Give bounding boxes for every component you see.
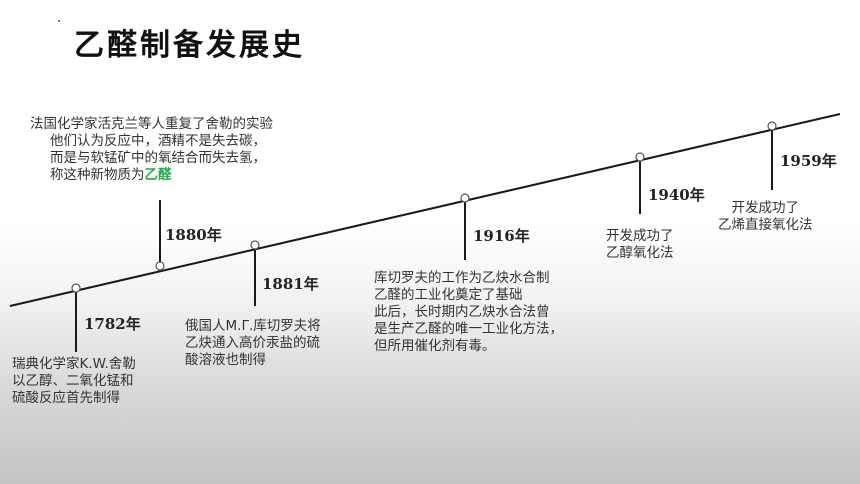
event-text-1880: 法国化学家活克兰等人重复了舍勒的实验 他们认为反应中，酒精不是失去碳， 而是与软… (30, 116, 273, 184)
event-line: 但所用催化剂有毒。 (374, 338, 496, 354)
highlight-term: 乙醛 (144, 167, 172, 183)
event-text-1940: 开发成功了 乙醇氧化法 (606, 228, 674, 262)
year-label-1782: 1782年 (84, 315, 141, 333)
year-label-1940: 1940年 (648, 186, 705, 204)
year-label-1916: 1916年 (473, 227, 530, 245)
event-heading: 法国化学家活克兰等人重复了舍勒的实验 (30, 116, 273, 132)
event-line: 瑞典化学家K.W.舍勒 (12, 356, 136, 372)
event-line: 开发成功了 (606, 228, 674, 244)
event-line: 酸溶液也制得 (185, 352, 266, 368)
event-text-1916: 库切罗夫的工作为乙炔水合制 乙醛的工业化奠定了基础 此后，长时期内乙炔水合法曾 … (374, 270, 563, 355)
event-line: 此后，长时期内乙炔水合法曾 (374, 304, 550, 320)
page-title: 乙醛制备发展史 (74, 28, 305, 63)
year-label-1881: 1881年 (262, 275, 319, 293)
event-line: 库切罗夫的工作为乙炔水合制 (374, 270, 550, 286)
decorative-dot (58, 20, 60, 22)
node-1880 (155, 261, 165, 271)
event-line: 他们认为反应中，酒精不是失去碳， (50, 133, 266, 149)
event-line: 硫酸反应首先制得 (12, 390, 120, 406)
year-label-1880: 1880年 (165, 226, 222, 244)
timeline-axis (9, 113, 841, 307)
event-line: 是生产乙醛的唯一工业化方法， (374, 321, 563, 337)
node-1959 (767, 121, 777, 131)
event-line: 俄国人M.Γ.库切罗夫将 (185, 318, 321, 334)
node-1916 (460, 193, 470, 203)
event-text-1959: 开发成功了 乙烯直接氧化法 (718, 200, 813, 234)
node-1881 (250, 240, 260, 250)
year-label-1959: 1959年 (780, 152, 837, 170)
node-1940 (635, 152, 645, 162)
event-line: 乙炔通入高价汞盐的硫 (185, 335, 320, 351)
node-1782 (71, 283, 81, 293)
event-line: 以乙醇、二氧化锰和 (12, 373, 134, 389)
event-line: 而是与软锰矿中的氧结合而失去氢， (50, 150, 266, 166)
event-line: 乙烯直接氧化法 (718, 217, 813, 233)
event-line-final: 称这种新物质为乙醛 (30, 167, 273, 184)
event-line: 乙醇氧化法 (606, 245, 674, 261)
event-line: 乙醛的工业化奠定了基础 (374, 287, 523, 303)
event-line: 开发成功了 (731, 200, 800, 216)
event-text-1881: 俄国人M.Γ.库切罗夫将 乙炔通入高价汞盐的硫 酸溶液也制得 (185, 318, 321, 369)
event-text-1782: 瑞典化学家K.W.舍勒 以乙醇、二氧化锰和 硫酸反应首先制得 (12, 356, 136, 407)
event-line-prefix: 称这种新物质为 (50, 167, 145, 183)
